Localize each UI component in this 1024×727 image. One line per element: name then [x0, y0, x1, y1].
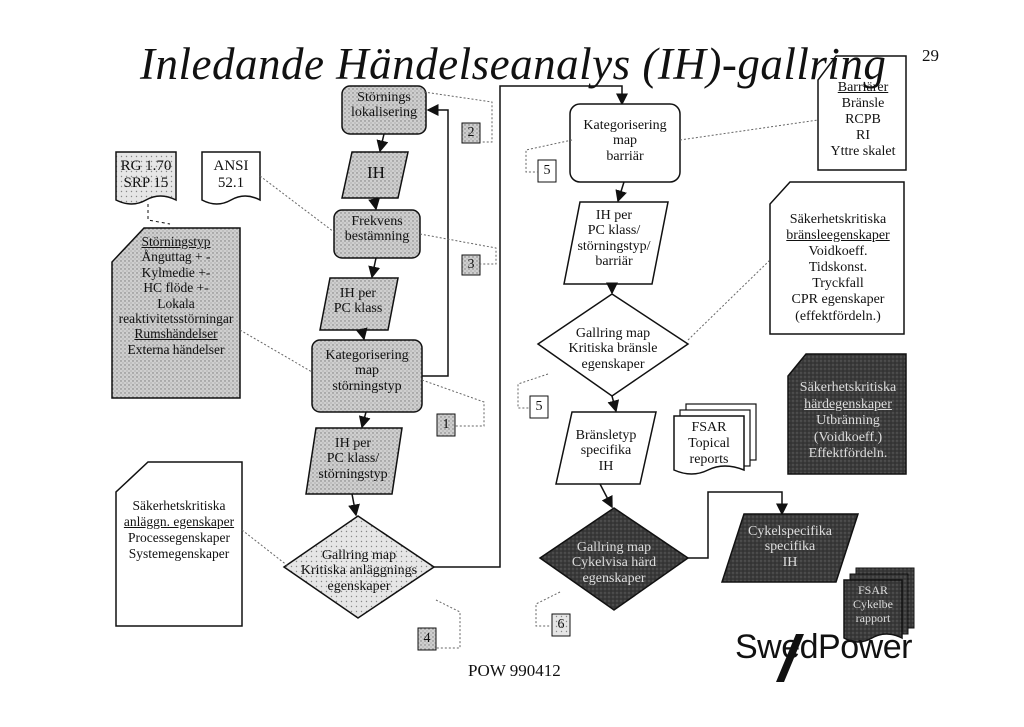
- gallring-anlaggning-diamond: [282, 515, 436, 619]
- step-number-6: 6: [557, 617, 565, 632]
- step-number-1: 1: [442, 417, 450, 432]
- step-number-4: 4: [423, 631, 431, 646]
- page-number: 29: [922, 46, 939, 65]
- kategorisering-barriar-box: [569, 103, 681, 183]
- hardegenskaper-text: Säkerhetskritiska härdegenskaper Utbränn…: [799, 380, 897, 462]
- page-title: Inledande Händelseanalys (IH)-gallring: [140, 39, 887, 89]
- footer-code: POW 990412: [468, 661, 561, 680]
- hardegenskaper-box: [787, 353, 907, 475]
- cykel-specifika-parallelogram: [720, 513, 860, 583]
- gallring-cykel-diamond: [538, 507, 690, 611]
- anlaggn-egenskaper-text: Säkerhetskritiska anläggn. egenskaper Pr…: [123, 498, 235, 561]
- logo-slash-icon: [776, 634, 804, 682]
- bransleegenskaper-text: Säkerhetskritiska bränsleegenskaper Void…: [786, 212, 890, 324]
- ansi-document: [201, 151, 261, 205]
- ih-label: IH: [367, 163, 385, 182]
- barriarer-document: [817, 55, 907, 171]
- fsar-cykel-document: [843, 579, 903, 643]
- step-number-2: 2: [467, 125, 475, 140]
- bransletyp-parallelogram: [555, 411, 657, 485]
- barriarer-text: Barriärer Bränsle RCPB RI Yttre skalet: [830, 80, 896, 160]
- ih-pc-storning-parallelogram: [305, 427, 403, 495]
- fsar-document: [673, 415, 745, 475]
- step-number-5a: 5: [543, 163, 551, 178]
- step-number-3: 3: [467, 257, 475, 272]
- step-number-5b: 5: [535, 399, 543, 414]
- ih-pc-barriar-parallelogram: [563, 201, 669, 285]
- storningstyp-box: [111, 227, 241, 399]
- rg-document: [115, 151, 177, 205]
- swedpower-logo: SwedPower: [735, 628, 912, 666]
- ih-parallelogram: [341, 151, 409, 199]
- anlaggn-egenskaper-box: [115, 461, 243, 627]
- storningstyp-text: Störningstyp Ånguttag + - Kylmedie +- HC…: [118, 234, 234, 357]
- bransleegenskaper-box: [769, 181, 905, 335]
